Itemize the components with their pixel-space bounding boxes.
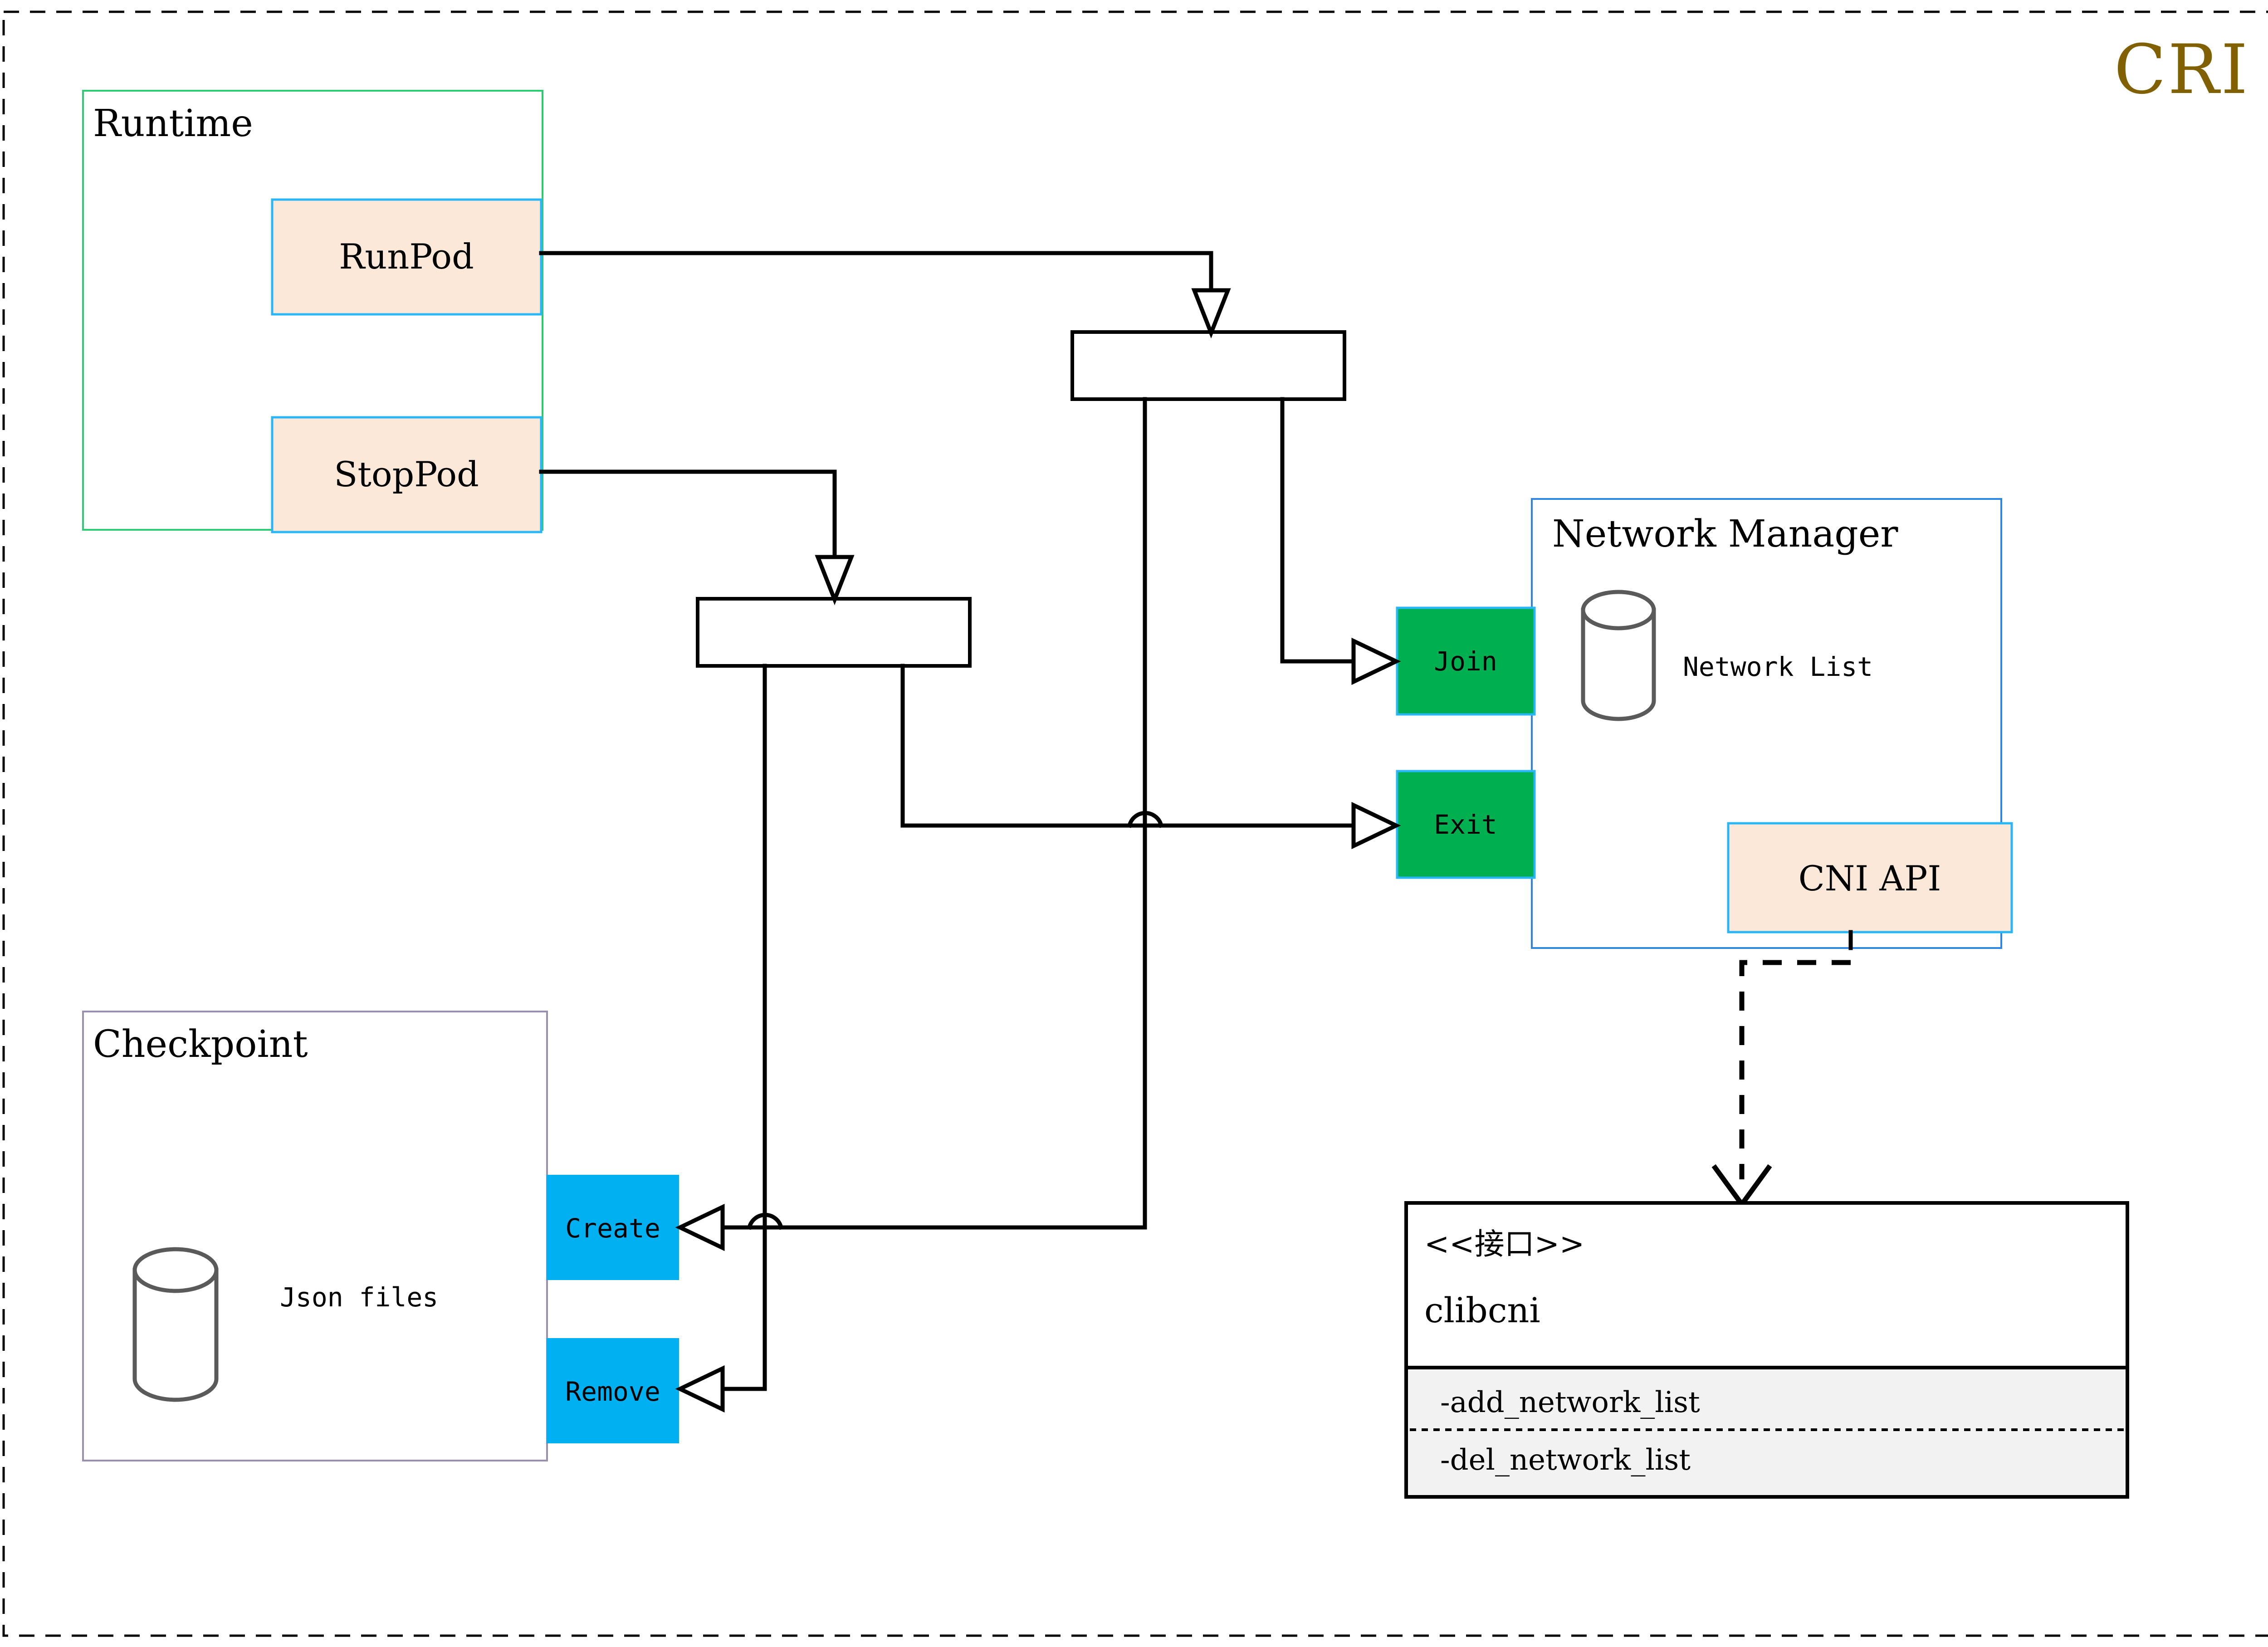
node-stoppod[interactable] (271, 416, 543, 533)
node-join-label: Join (1434, 646, 1497, 677)
node-cni-api[interactable] (1727, 822, 2013, 933)
node-runpod-label: RunPod (339, 236, 474, 277)
edge-junction-bottom-to-exit (900, 664, 1361, 828)
datastore-json-files-label: Json files (280, 1282, 438, 1313)
node-create[interactable] (547, 1175, 679, 1280)
node-exit-label: Exit (1434, 809, 1497, 840)
junction-bottom (696, 597, 972, 668)
edge-junction-bottom-to-remove (705, 664, 767, 1391)
line-hop-create (747, 1212, 784, 1230)
line-hop-exit (1127, 811, 1164, 828)
interface-stereotype: <<接口>> (1424, 1227, 1584, 1261)
interface-method-del: -del_network_list (1440, 1443, 1691, 1477)
node-exit[interactable] (1396, 770, 1536, 879)
arrowhead-exit (1351, 802, 1401, 850)
arrowhead-junction-top (1191, 288, 1231, 339)
node-cni-api-label: CNI API (1799, 858, 1941, 899)
node-runpod[interactable] (271, 198, 543, 316)
node-join[interactable] (1396, 606, 1536, 716)
datastore-network-list-label: Network List (1683, 651, 1873, 682)
interface-name: clibcni (1424, 1290, 1540, 1330)
node-remove-label: Remove (565, 1376, 660, 1407)
edge-stoppod-to-junction-bottom (539, 469, 837, 563)
group-checkpoint-label: Checkpoint (93, 1023, 308, 1066)
edge-runpod-to-junction-top (539, 251, 1213, 296)
datastore-json-files (132, 1247, 219, 1402)
arrowhead-remove (675, 1365, 725, 1413)
arrowhead-junction-bottom (815, 555, 855, 606)
junction-top (1070, 330, 1346, 401)
arrowhead-create (675, 1203, 725, 1251)
group-runtime-label: Runtime (93, 102, 253, 145)
node-stoppod-label: StopPod (334, 454, 479, 494)
node-remove[interactable] (547, 1338, 679, 1443)
arrowhead-join (1351, 637, 1401, 685)
page-border (2, 10, 2268, 1637)
group-network-manager-label: Network Manager (1552, 513, 1898, 556)
interface-method-add: -add_network_list (1440, 1386, 1700, 1419)
edge-cni-api-to-clibcni (1739, 960, 1851, 1179)
edge-junction-top-to-create (705, 397, 1147, 1230)
interface-methods-section (1404, 1366, 2129, 1499)
edge-junction-top-to-join (1280, 397, 1361, 664)
node-create-label: Create (565, 1213, 660, 1244)
datastore-network-list (1581, 590, 1656, 721)
diagram-title: CRI (2114, 30, 2250, 109)
